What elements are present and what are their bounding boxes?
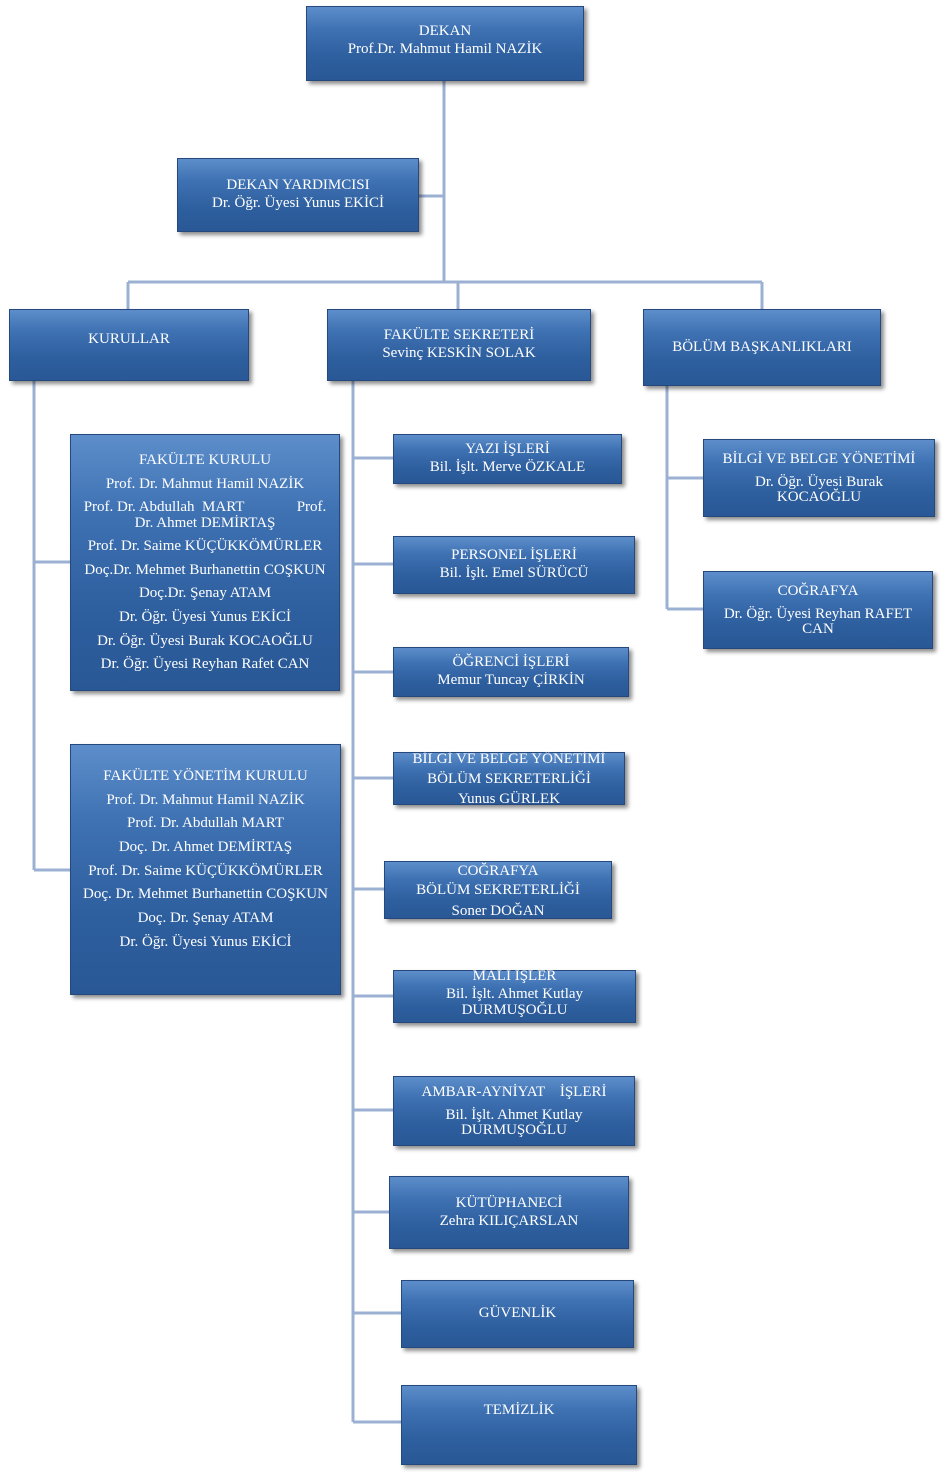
temizlik-box: TEMİZLİK [401,1385,637,1465]
ambar-ayniyat-isleri-box: AMBAR-AYNİYAT İŞLERİ Bil. İşlt. Ahmet Ku… [393,1076,635,1146]
ambar-ayniyat-isleri-name: Bil. İşlt. Ahmet Kutlay DURMUŞOĞLU [445,1106,583,1139]
yazi-isleri-name: Bil. İşlt. Merve ÖZKALE [429,459,586,475]
temizlik-title: TEMİZLİK [483,1402,555,1419]
mali-isler-box: MALİ İŞLER Bil. İşlt. Ahmet Kutlay DURMU… [393,967,636,1023]
ambar-ayniyat-isleri-title: AMBAR-AYNİYAT İŞLERİ [421,1084,607,1100]
cografya-bolum-title: COĞRAFYA [777,583,859,599]
yazi-isleri-box: YAZI İŞLERİ Bil. İşlt. Merve ÖZKALE [393,434,622,484]
bilgi-belge-bolum-box: BİLGİ VE BELGE YÖNETİMİ Dr. Öğr. Üyesi B… [703,439,935,517]
dekan-box: DEKAN Prof.Dr. Mahmut Hamil NAZİK [306,6,584,81]
kurullar-title: KURULLAR [88,331,170,348]
fakulte-yonetim-kurulu-box: FAKÜLTE YÖNETİM KURULU Prof. Dr. Mahmut … [70,744,341,995]
fakulte-yonetim-kurulu-title: FAKÜLTE YÖNETİM KURULU [103,768,308,784]
bilgi-belge-sekreterligi-name: Yunus GÜRLEK [457,791,561,808]
fakulte-sekreteri-name: Sevinç KESKİN SOLAK [382,345,536,361]
fakulte-kurulu-member: Dr. Öğr. Üyesi Reyhan Rafet CAN [100,656,310,673]
bilgi-belge-sekreterligi-subtitle: BÖLÜM SEKRETERLİĞİ [427,770,591,787]
fakulte-kurulu-member: Dr. Öğr. Üyesi Yunus EKİCİ [119,608,291,625]
mali-isler-title: MALİ İŞLER [472,967,557,984]
dekan-yardimcisi-name: Dr. Öğr. Üyesi Yunus EKİCİ [212,195,384,211]
dekan-yardimcisi-title: DEKAN YARDIMCISI [226,177,370,194]
personel-isleri-title: PERSONEL İŞLERİ [451,547,577,564]
fakulte-kurulu-member: Prof. Dr. Abdullah MART Prof. Dr. Ahmet … [83,499,331,532]
cografya-bolum-name: Dr. Öğr. Üyesi Reyhan RAFET CAN [723,605,913,638]
kurullar-box: KURULLAR [9,309,249,381]
personel-isleri-name: Bil. İşlt. Emel SÜRÜCÜ [439,565,589,581]
bilgi-belge-sekreterligi-box: BİLGİ VE BELGE YÖNETİMİ BÖLÜM SEKRETERLİ… [393,751,625,808]
kutuphaneci-box: KÜTÜPHANECİ Zehra KILIÇARSLAN [389,1176,629,1249]
dekan-yardimcisi-box: DEKAN YARDIMCISI Dr. Öğr. Üyesi Yunus EK… [177,158,419,232]
fakulte-kurulu-member: Prof. Dr. Saime KÜÇÜKKÖMÜRLER [87,537,323,554]
cografya-sekreterligi-box: COĞRAFYA BÖLÜM SEKRETERLİĞİ Soner DOĞAN [384,861,612,919]
bilgi-belge-sekreterligi-title: BİLGİ VE BELGE YÖNETİMİ [412,751,606,768]
fakulte-sekreteri-box: FAKÜLTE SEKRETERİ Sevinç KESKİN SOLAK [327,309,591,381]
cografya-sekreterligi-name: Soner DOĞAN [451,902,545,919]
fakulte-yonetim-kurulu-member: Doç. Dr. Şenay ATAM [137,910,274,927]
fakulte-sekreteri-title: FAKÜLTE SEKRETERİ [383,327,535,344]
cografya-sekreterligi-subtitle: BÖLÜM SEKRETERLİĞİ [416,882,580,899]
fakulte-yonetim-kurulu-member: Prof. Dr. Mahmut Hamil NAZİK [106,791,305,808]
fakulte-yonetim-kurulu-member: Doç. Dr. Mehmet Burhanettin COŞKUN [83,886,328,903]
cografya-bolum-box: COĞRAFYA Dr. Öğr. Üyesi Reyhan RAFET CAN [703,571,933,649]
fakulte-kurulu-member: Dr. Öğr. Üyesi Burak KOCAOĞLU [97,632,313,649]
guvenlik-box: GÜVENLİK [401,1280,634,1348]
cografya-sekreterligi-title: COĞRAFYA [457,862,539,879]
fakulte-kurulu-member: Doç.Dr. Mehmet Burhanettin COŞKUN [84,561,326,578]
fakulte-kurulu-box: FAKÜLTE KURULU Prof. Dr. Mahmut Hamil NA… [70,434,340,691]
ogrenci-isleri-box: ÖĞRENCİ İŞLERİ Memur Tuncay ÇİRKİN [393,647,629,697]
bolum-baskanliklari-title: BÖLÜM BAŞKANLIKLARI [672,338,852,355]
mali-isler-name: Bil. İşlt. Ahmet Kutlay DURMUŞOĞLU [445,985,584,1018]
bolum-baskanliklari-box: BÖLÜM BAŞKANLIKLARI [643,309,881,386]
fakulte-yonetim-kurulu-member: Dr. Öğr. Üyesi Yunus EKİCİ [119,933,292,950]
yazi-isleri-title: YAZI İŞLERİ [465,441,550,458]
bilgi-belge-bolum-title: BİLGİ VE BELGE YÖNETİMİ [722,451,916,467]
bilgi-belge-bolum-name: Dr. Öğr. Üyesi Burak KOCAOĞLU [755,473,883,506]
fakulte-yonetim-kurulu-member: Doç. Dr. Ahmet DEMİRTAŞ [118,839,293,856]
kutuphaneci-title: KÜTÜPHANECİ [455,1194,563,1211]
dekan-title: DEKAN [418,23,472,39]
fakulte-kurulu-member: Doç.Dr. Şenay ATAM [138,585,272,602]
kutuphaneci-name: Zehra KILIÇARSLAN [439,1212,579,1229]
fakulte-yonetim-kurulu-member: Prof. Dr. Abdullah MART [126,815,285,832]
dekan-name: Prof.Dr. Mahmut Hamil NAZİK [347,40,543,57]
guvenlik-title: GÜVENLİK [478,1305,557,1322]
personel-isleri-box: PERSONEL İŞLERİ Bil. İşlt. Emel SÜRÜCÜ [393,536,635,594]
ogrenci-isleri-name: Memur Tuncay ÇİRKİN [437,672,585,688]
fakulte-kurulu-member: Prof. Dr. Mahmut Hamil NAZİK [105,475,305,492]
ogrenci-isleri-title: ÖĞRENCİ İŞLERİ [452,654,570,671]
fakulte-yonetim-kurulu-member: Prof. Dr. Saime KÜÇÜKKÖMÜRLER [88,862,323,879]
fakulte-kurulu-title: FAKÜLTE KURULU [138,452,272,468]
